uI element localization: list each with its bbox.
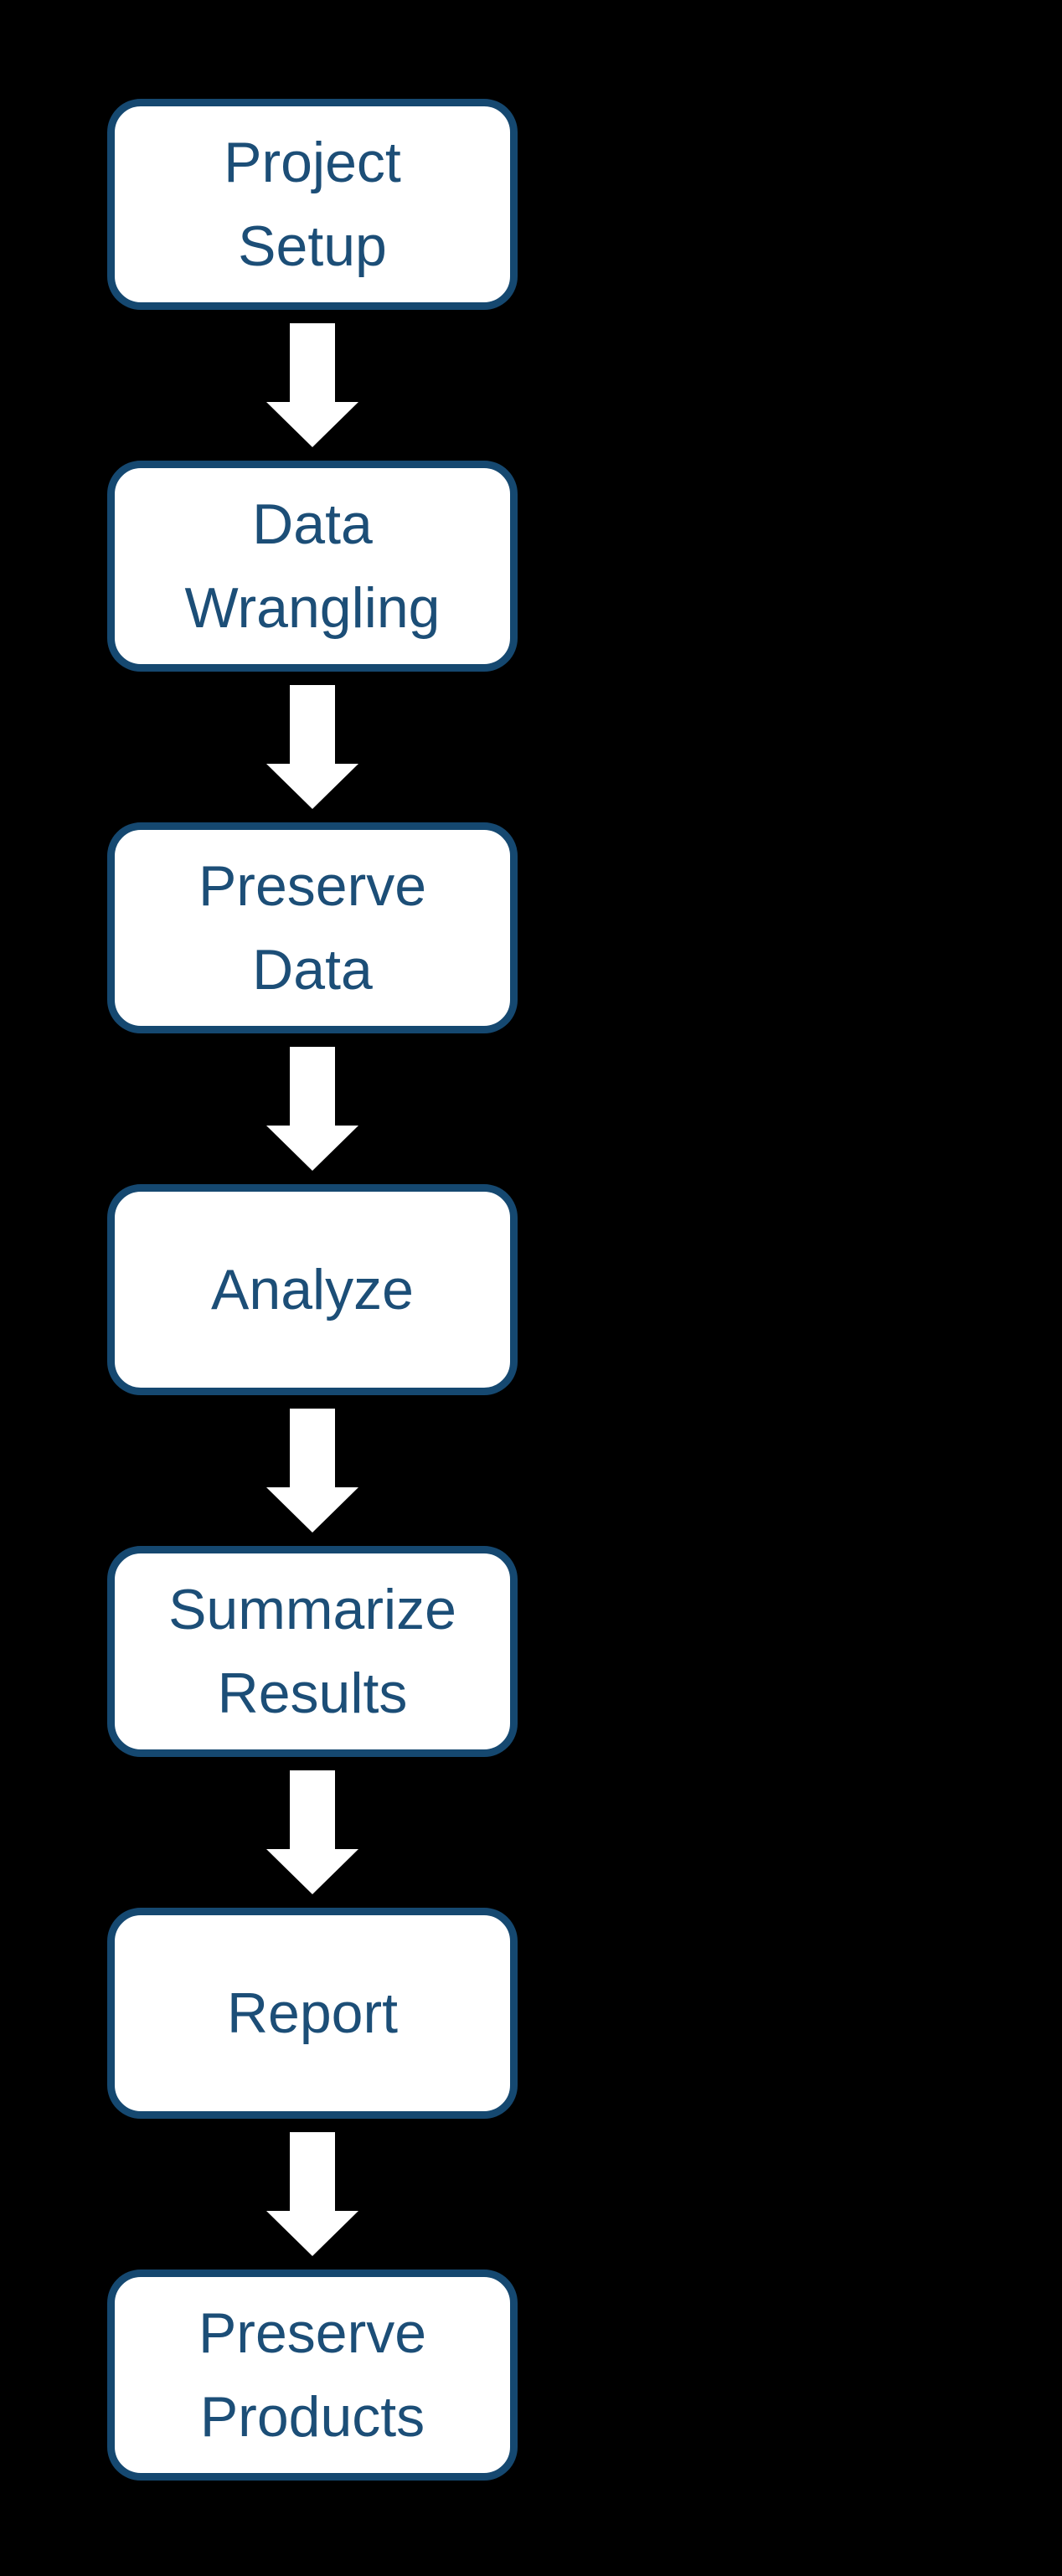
workflow-diagram: Project Setup Data Wrangling Preserve Da… — [107, 99, 518, 2481]
arrow-head — [266, 1126, 358, 1171]
flow-step-report: Report — [107, 1908, 518, 2119]
flow-step-label: Analyze — [211, 1258, 414, 1321]
arrow-shaft — [290, 1409, 335, 1487]
arrow-shaft — [290, 323, 335, 402]
down-arrow-icon — [266, 1770, 358, 1894]
arrow-shaft — [290, 1770, 335, 1849]
arrow-head — [266, 402, 358, 447]
flow-step-analyze: Analyze — [107, 1184, 518, 1395]
flow-step-preserve-data: Preserve Data — [107, 822, 518, 1033]
arrow-head — [266, 2211, 358, 2256]
down-arrow-icon — [266, 323, 358, 447]
arrow-head — [266, 1849, 358, 1894]
arrow-shaft — [290, 685, 335, 764]
down-arrow-icon — [266, 685, 358, 809]
arrow-shaft — [290, 2132, 335, 2211]
flow-step-data-wrangling: Data Wrangling — [107, 461, 518, 672]
flow-step-preserve-products: Preserve Products — [107, 2269, 518, 2481]
flow-step-summarize-results: Summarize Results — [107, 1546, 518, 1757]
arrow-head — [266, 764, 358, 809]
arrow-head — [266, 1487, 358, 1533]
flow-step-label: Report — [226, 1981, 399, 2045]
down-arrow-icon — [266, 1047, 358, 1171]
flow-step-label: Project Setup — [224, 131, 401, 278]
flow-step-label: Summarize Results — [168, 1578, 456, 1725]
down-arrow-icon — [266, 1409, 358, 1533]
flow-step-project-setup: Project Setup — [107, 99, 518, 310]
flow-step-label: Data Wrangling — [184, 492, 441, 640]
flow-step-label: Preserve Data — [198, 854, 427, 1002]
flow-step-label: Preserve Products — [198, 2301, 427, 2449]
arrow-shaft — [290, 1047, 335, 1126]
down-arrow-icon — [266, 2132, 358, 2256]
